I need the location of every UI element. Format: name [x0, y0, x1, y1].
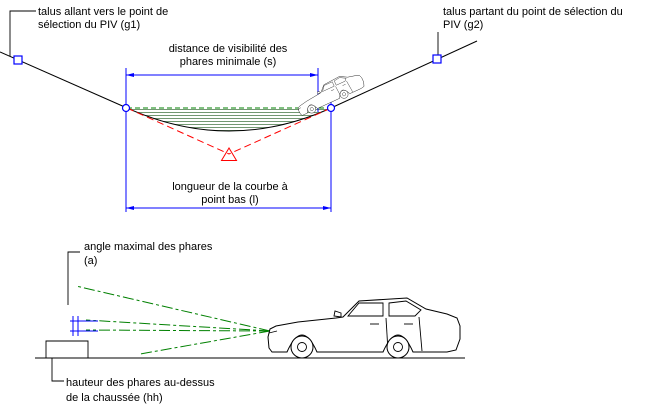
- beam-mid-upper: [85, 319, 271, 332]
- g2-label-line1: talus partant du point de sélection du: [443, 6, 623, 18]
- tangent-extension-right: [228, 107, 332, 155]
- car-side-view: [267, 297, 461, 359]
- dim-arrow-right-l: [323, 206, 331, 210]
- curve-start-circle: [121, 103, 131, 113]
- headlight-angle-label-line1: angle maximal des phares: [84, 241, 213, 253]
- curve-end-circle: [326, 103, 336, 113]
- headlight-angle-label-line2: (a): [84, 255, 97, 267]
- headlight-diagram: angle maximal des phares (a) hauteur des…: [35, 241, 465, 404]
- sight-distance-label-line1: distance de visibilité des: [169, 43, 288, 55]
- dim-arrow-left-l: [126, 206, 134, 210]
- tangent-extension-left: [126, 107, 230, 155]
- dim-arrow-left-s: [126, 73, 134, 77]
- beam-lower: [139, 330, 271, 355]
- angle-label-leader: [67, 251, 80, 305]
- sight-distance-label-line2: phares minimale (s): [180, 56, 277, 68]
- g1-label-leader: [9, 10, 36, 56]
- g2-label-line2: PIV (g2): [443, 19, 483, 31]
- sag-curve-diagram: talus allant vers le point de sélection …: [0, 6, 623, 212]
- headlight-height-label-line2: de la chaussée (hh): [66, 392, 163, 404]
- curve-length-label-line2: point bas (l): [201, 194, 258, 206]
- headlight-height-label-line1: hauteur des phares au-dessus: [66, 377, 215, 389]
- height-label-leader: [51, 358, 64, 382]
- grade-line-g2: [330, 40, 478, 109]
- grip-square-g1: [13, 55, 23, 65]
- beam-upper: [75, 285, 271, 332]
- headlight-height-bracket: [45, 340, 89, 358]
- sag-vertical-curve: [126, 107, 332, 132]
- g1-label-line1: talus allant vers le point de: [38, 6, 168, 18]
- curve-length-label-line1: longueur de la courbe à: [172, 181, 288, 193]
- pvi-triangle-marker: [220, 147, 238, 161]
- dim-arrow-right-s: [310, 73, 318, 77]
- beam-mid-lower: [85, 329, 271, 332]
- grip-square-g2: [432, 54, 442, 64]
- g1-label-line2: sélection du PIV (g1): [38, 19, 140, 31]
